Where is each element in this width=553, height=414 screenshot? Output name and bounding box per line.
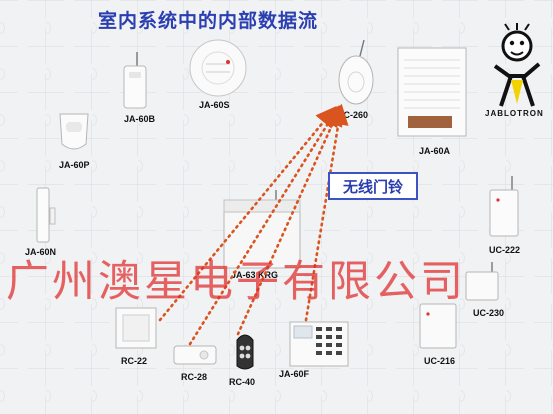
ja60b-detector-image [123,52,147,109]
jablotron-brand-name: JABLOTRON [485,109,544,118]
rc40-keyfob-image [236,334,254,370]
arrow-ja60f-to-uc260 [304,103,349,322]
rc28-doorbell-button-image [173,345,217,365]
arrow-rc28-to-uc260 [188,105,340,346]
company-watermark: 广州澳星电子有限公司 [6,257,466,307]
arrow-rc40-to-uc260 [236,104,343,336]
ja60p-label: JA-60P [59,160,90,170]
uc216-module-image [419,303,457,349]
uc216-label: UC-216 [424,356,456,366]
ja63-label: JA-63 KRG [231,270,279,280]
ja60b-label: JA-60B [124,114,156,124]
ja60a-outdoor-siren-image [397,47,467,137]
rc28-label: RC-28 [181,372,208,382]
rc22-label: RC-22 [121,356,148,366]
diagram-title: 室内系统中的内部数据流 [98,10,319,32]
rc22-wall-button-image [115,307,157,349]
ja60s-label: JA-60S [199,100,230,110]
wireless-doorbell-callout: 无线门铃 [328,172,418,200]
ja60n-label: JA-60N [25,247,57,257]
ja63-control-panel-image [223,190,301,269]
ja60f-label: JA-60F [279,369,310,379]
uc260-label: UC-260 [337,110,369,120]
arrow-rc22-to-uc260 [158,105,337,322]
ja60f-keypad-image [289,321,349,367]
jablotron-logo-icon [493,23,541,107]
ja60p-pir-detector-image [59,113,89,150]
ja60s-smoke-detector-image [189,39,247,97]
uc230-label: UC-230 [473,308,505,318]
uc230-module-image [465,262,499,301]
ja60n-door-contact-image [36,187,56,243]
ja60a-label: JA-60A [419,146,451,156]
uc222-label: UC-222 [489,245,521,255]
uc260-siren-image [338,40,374,105]
uc222-receiver-image [489,176,519,237]
rc40-label: RC-40 [229,377,256,387]
